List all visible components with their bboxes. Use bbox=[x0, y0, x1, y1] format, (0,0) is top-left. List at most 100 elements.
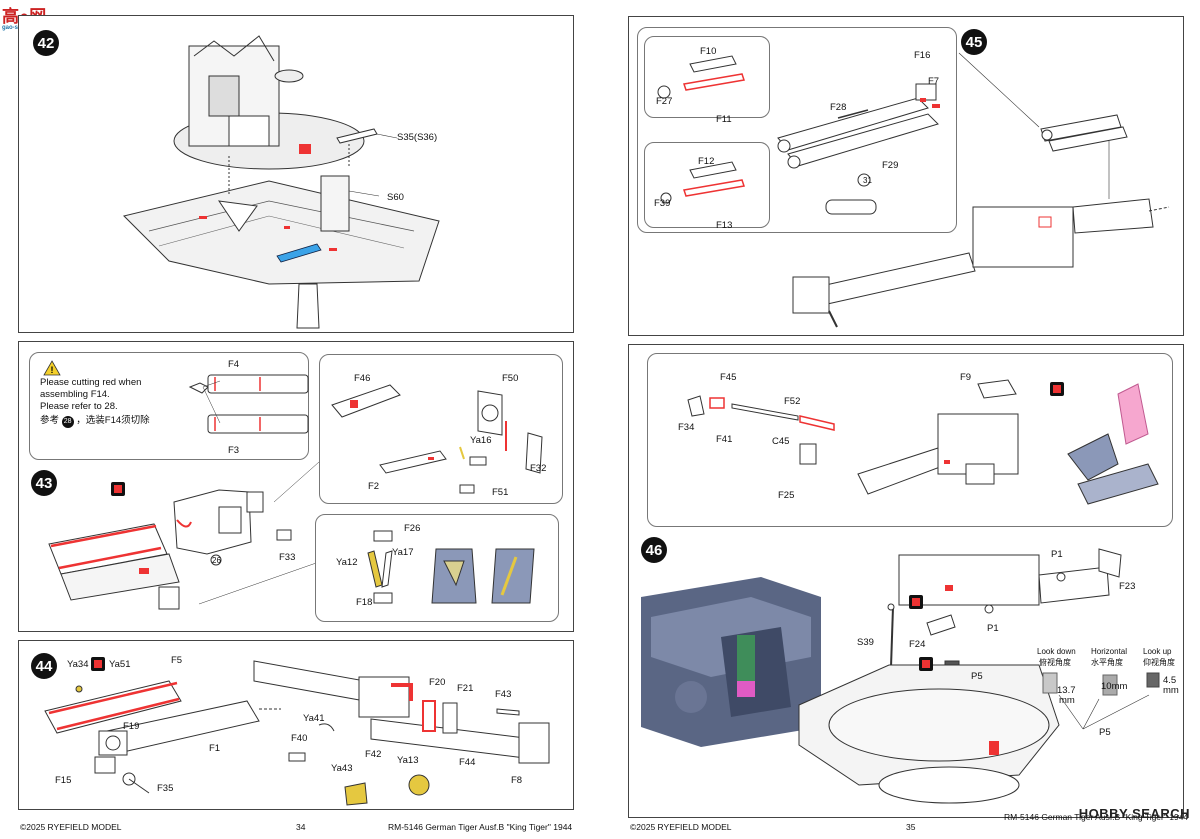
warning-icon: ! bbox=[43, 360, 61, 376]
label-f46: F46 bbox=[354, 373, 371, 384]
step-42-drawing bbox=[123, 35, 440, 329]
label-f2: F2 bbox=[368, 481, 380, 492]
label-f23: F23 bbox=[1119, 581, 1136, 592]
angle-look-up-cn: 仰视角度 bbox=[1143, 658, 1175, 667]
flip-icon bbox=[111, 482, 125, 496]
label-f3: F3 bbox=[228, 445, 240, 456]
subassembly-b-drawing bbox=[367, 530, 535, 604]
footer-left-title: RM-5146 German Tiger Ausf.B "King Tiger"… bbox=[388, 822, 573, 832]
step-45-drawing bbox=[792, 52, 1170, 328]
angle-look-down-en: Look down bbox=[1037, 647, 1076, 656]
label-f1: F1 bbox=[209, 743, 221, 754]
note-cn: 参考 28 ，选装F14须切除 bbox=[40, 415, 150, 428]
step-46-subassembly: F45 F9 F52 F34 F41 C45 F25 bbox=[647, 353, 1173, 527]
label-f4: F4 bbox=[228, 359, 240, 370]
label-ya13: Ya13 bbox=[397, 755, 419, 766]
label-f7: F7 bbox=[928, 76, 940, 87]
label-s35: S35(S36) bbox=[397, 132, 438, 143]
angle-look-up-value: 4.5 bbox=[1163, 675, 1177, 686]
label-f26: F26 bbox=[404, 523, 421, 534]
footer-left-page: 34 bbox=[296, 822, 306, 832]
label-ya17: Ya17 bbox=[392, 547, 414, 558]
label-ya34: Ya34 bbox=[67, 659, 89, 670]
label-ya43: Ya43 bbox=[331, 763, 353, 774]
label-s60: S60 bbox=[387, 192, 404, 203]
ref-31: 31 bbox=[863, 176, 872, 185]
label-f45: F45 bbox=[720, 372, 737, 383]
label-f27: F27 bbox=[656, 96, 673, 107]
step-43-drawing bbox=[48, 461, 320, 610]
label-f44: F44 bbox=[459, 757, 476, 768]
note-line-1: Please cutting red when bbox=[40, 377, 142, 388]
cut-icon-1 bbox=[909, 595, 923, 609]
label-f10: F10 bbox=[700, 46, 717, 57]
label-p5-b: P5 bbox=[1099, 727, 1111, 738]
label-f29: F29 bbox=[882, 160, 899, 171]
angle-horizontal-value: 10mm bbox=[1101, 681, 1128, 692]
label-f13: F13 bbox=[716, 220, 733, 231]
footer-left-copyright: ©2025 RYEFIELD MODEL bbox=[20, 822, 122, 832]
label-f24: F24 bbox=[909, 639, 926, 650]
label-p5-a: P5 bbox=[971, 671, 983, 682]
note-en: Please cutting red when assembling F14. … bbox=[40, 377, 141, 413]
label-f28: F28 bbox=[830, 102, 847, 113]
note-line-2: assembling F14. bbox=[40, 389, 110, 400]
step-42-badge: 42 bbox=[33, 30, 59, 56]
angle-look-down-value: 13.7 bbox=[1057, 685, 1076, 696]
step-43-note-box: ! Please cutting red when assembling F14… bbox=[29, 352, 309, 460]
label-s39: S39 bbox=[857, 637, 874, 648]
label-f34: F34 bbox=[678, 422, 695, 433]
label-f19: F19 bbox=[123, 721, 140, 732]
label-f40: F40 bbox=[291, 733, 308, 744]
hobby-search-logo: HOBBY SEARCH bbox=[1078, 806, 1190, 821]
label-ya12: Ya12 bbox=[336, 557, 358, 568]
label-f16: F16 bbox=[914, 50, 931, 61]
label-c45: C45 bbox=[772, 436, 790, 447]
subassembly-a-drawing bbox=[331, 384, 543, 494]
label-p1-a: P1 bbox=[1051, 549, 1063, 560]
label-f43: F43 bbox=[495, 689, 512, 700]
step-44-badge: 44 bbox=[31, 653, 57, 679]
flip-icon-46 bbox=[1050, 382, 1064, 396]
flip-icon-44 bbox=[91, 657, 105, 671]
step-45-subassembly-drawing bbox=[657, 55, 940, 215]
note-cn-prefix: 参考 bbox=[40, 415, 60, 426]
step-45-badge: 45 bbox=[961, 29, 987, 55]
label-f42: F42 bbox=[365, 749, 382, 760]
angle-look-up-unit: mm bbox=[1163, 685, 1179, 696]
label-f18: F18 bbox=[356, 597, 373, 608]
step-46-render bbox=[641, 577, 821, 747]
label-f12: F12 bbox=[698, 156, 715, 167]
step-45-inset-bottom bbox=[644, 142, 770, 228]
step-43-subassembly-b: F26 Ya17 Ya12 F18 bbox=[315, 514, 559, 622]
label-ya16: Ya16 bbox=[470, 435, 492, 446]
note-drawing bbox=[188, 374, 309, 434]
step-43-subassembly-a: F46 F50 Ya16 F2 F51 F32 bbox=[319, 354, 563, 504]
step-43-badge: 43 bbox=[31, 470, 57, 496]
angle-horizontal-cn: 水平角度 bbox=[1091, 658, 1123, 667]
label-f35: F35 bbox=[157, 783, 174, 794]
step-46-badge: 46 bbox=[641, 537, 667, 563]
step-44-drawing bbox=[44, 660, 550, 806]
label-f33: F33 bbox=[279, 552, 296, 563]
label-f20: F20 bbox=[429, 677, 446, 688]
label-f50: F50 bbox=[502, 373, 519, 384]
step-46-drawing bbox=[798, 548, 1160, 804]
angle-look-down-unit: mm bbox=[1059, 695, 1075, 706]
step-46-panel: 46 F45 F9 F52 F34 F41 C45 F25 bbox=[628, 344, 1184, 818]
ref-26: 26 bbox=[212, 556, 221, 565]
note-cn-suffix: ，选装F14须切除 bbox=[76, 415, 150, 426]
note-ref-badge: 28 bbox=[61, 416, 74, 428]
label-f8: F8 bbox=[511, 775, 523, 786]
label-f52: F52 bbox=[784, 396, 801, 407]
label-f9: F9 bbox=[960, 372, 972, 383]
label-f5: F5 bbox=[171, 655, 183, 666]
label-f51: F51 bbox=[492, 487, 509, 498]
step-42-panel: 42 S35(S36) S60 bbox=[18, 15, 574, 333]
note-line-3: Please refer to 28. bbox=[40, 401, 118, 412]
cut-icon-2 bbox=[919, 657, 933, 671]
step-45-inset-top bbox=[644, 36, 770, 118]
label-f39: F39 bbox=[654, 198, 671, 209]
angle-look-up-en: Look up bbox=[1143, 647, 1172, 656]
step-45-subassembly: F10 F16 F7 F27 F11 F28 F29 F12 F39 F13 3… bbox=[637, 27, 957, 233]
